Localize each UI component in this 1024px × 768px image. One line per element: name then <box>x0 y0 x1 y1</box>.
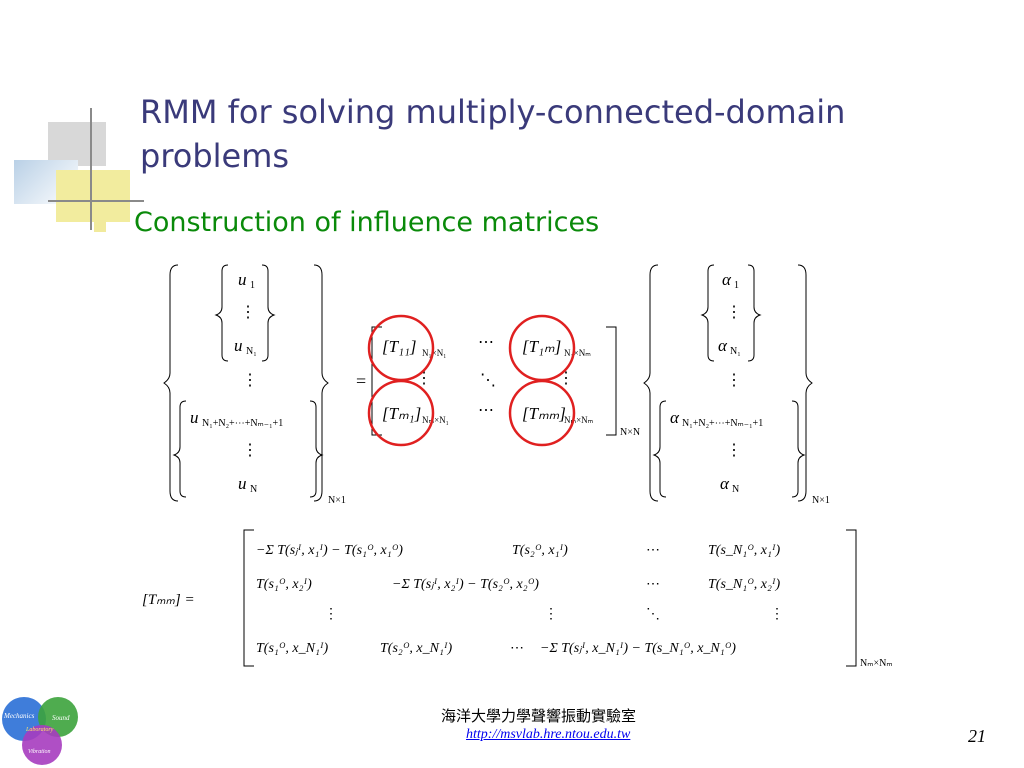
rhs-entry-5: ⋮ <box>726 442 742 459</box>
tmm-cell-2-2: ⋱ <box>646 607 660 622</box>
lhs-sub-0: 1 <box>250 280 255 291</box>
influence-matrix: [T₁₁] N₁×N₁ ⋯ [T₁ₘ] N₁×Nₘ ⋮ ⋱ ⋮ [Tₘ₁] Nₘ… <box>382 334 640 438</box>
logo-word-4: Vibration <box>28 749 51 755</box>
lhs-sub-4: N₁+N₂+⋯+Nₘ₋₁+1 <box>202 418 283 429</box>
tmm-cell-1-0: T(s₁ᴼ, x₂ᴵ) <box>256 577 312 592</box>
equation-2: [Tₘₘ] = −Σ T(sⱼᴵ, x₁ᴵ) − T(s₁ᴼ, x₁ᴼ) T(s… <box>142 529 893 669</box>
tmm-cell-3-2: ⋯ <box>510 641 524 656</box>
lhs-entry-6: u <box>238 474 247 493</box>
matrix-sub-8: Nₘ×Nₘ <box>564 415 594 425</box>
rhs-entry-2: α <box>718 336 728 355</box>
ornament-vertical-line <box>90 108 92 230</box>
tmm-cell-2-0: ⋮ <box>324 607 338 622</box>
rhs-sub-2: N₁ <box>730 346 741 357</box>
tmm-lhs: [Tₘₘ] = <box>142 592 195 608</box>
tmm-cell-3-1: T(s₂ᴼ, x_N₁ᴵ) <box>380 641 452 656</box>
highlight-circle-tmm <box>508 379 576 447</box>
matrix-cell-0: [T₁₁] <box>382 337 417 356</box>
matrix-sub-2: N₁×Nₘ <box>564 348 591 358</box>
lhs-sub-2: N₁ <box>246 346 257 357</box>
highlight-circle-tm1 <box>367 379 435 447</box>
lhs-vector: u 1 ⋮ u N₁ ⋮ u N₁+N₂+⋯+Nₘ₋₁+1 ⋮ u N N×1 <box>190 270 346 506</box>
rhs-entry-0: α <box>722 270 732 289</box>
equals-sign: = <box>356 371 366 391</box>
tmm-cell-0-3: T(s_N₁ᴼ, x₁ᴵ) <box>708 543 780 558</box>
lhs-entry-5: ⋮ <box>242 442 258 459</box>
corner-ornament <box>0 0 144 240</box>
footer-lab-name: 海洋大學力學聲響振動實驗室 <box>441 707 637 725</box>
tmm-cell-2-3: ⋮ <box>770 607 784 622</box>
rhs-sub-0: 1 <box>734 280 739 291</box>
matrix-sub-0: N₁×N₁ <box>422 348 446 358</box>
lhs-size: N×1 <box>328 495 346 506</box>
rhs-entry-4: α <box>670 408 680 427</box>
lab-logo: Mechanics Sound Laboratory Vibration <box>2 697 78 765</box>
bullet-square-icon <box>94 220 106 232</box>
lhs-entry-0: u <box>238 270 247 289</box>
tmm-cell-3-0: T(s₁ᴼ, x_N₁ᴵ) <box>256 641 328 656</box>
page-number: 21 <box>968 726 986 746</box>
rhs-sub-4: N₁+N₂+⋯+Nₘ₋₁+1 <box>682 418 763 429</box>
tmm-matrix: −Σ T(sⱼᴵ, x₁ᴵ) − T(s₁ᴼ, x₁ᴼ) T(s₂ᴼ, x₁ᴵ)… <box>256 543 893 669</box>
footer-url-link[interactable]: http://msvlab.hre.ntou.edu.tw <box>466 727 631 742</box>
slide-subtitle: Construction of influence matrices <box>134 207 600 238</box>
tmm-cell-1-1: −Σ T(sⱼᴵ, x₂ᴵ) − T(s₂ᴼ, x₂ᴼ) <box>392 577 539 592</box>
tmm-cell-0-2: ⋯ <box>646 543 660 558</box>
matrix-cell-3: ⋮ <box>416 370 432 387</box>
matrix-cell-1: ⋯ <box>478 334 494 351</box>
lhs-sub-6: N <box>250 484 257 495</box>
ornament-gray-square <box>48 122 106 166</box>
tmm-cell-1-3: T(s_N₁ᴼ, x₂ᴵ) <box>708 577 780 592</box>
matrix-cell-7: ⋯ <box>478 402 494 419</box>
lhs-entry-1: ⋮ <box>240 304 256 321</box>
rhs-entry-3: ⋮ <box>726 372 742 389</box>
logo-word-3: Laboratory <box>25 727 54 733</box>
lhs-entry-2: u <box>234 336 243 355</box>
logo-word-1: Mechanics <box>3 712 35 720</box>
matrix-cell-4: ⋱ <box>480 372 496 389</box>
tmm-size: Nₘ×Nₘ <box>860 658 893 669</box>
lhs-entry-3: ⋮ <box>242 372 258 389</box>
matrix-size: N×N <box>620 427 640 438</box>
tmm-cell-2-1: ⋮ <box>544 607 558 622</box>
ornament-yellow-square <box>56 170 130 222</box>
rhs-entry-6: α <box>720 474 730 493</box>
equation-1: u 1 ⋮ u N₁ ⋮ u N₁+N₂+⋯+Nₘ₋₁+1 ⋮ u N N×1 … <box>163 264 830 506</box>
tmm-cell-1-2: ⋯ <box>646 577 660 592</box>
matrix-cell-5: ⋮ <box>558 370 574 387</box>
logo-word-2: Sound <box>52 714 70 722</box>
slide-title: RMM for solving multiply-connected-domai… <box>140 90 1000 178</box>
logo-circle-vibration <box>22 725 62 765</box>
ornament-horizontal-line <box>48 200 144 202</box>
rhs-vector: α 1 ⋮ α N₁ ⋮ α N₁+N₂+⋯+Nₘ₋₁+1 ⋮ α N N×1 <box>670 270 830 506</box>
title-line-1: RMM for solving multiply-connected-domai… <box>140 93 846 131</box>
title-line-2: problems <box>140 137 290 175</box>
rhs-sub-6: N <box>732 484 739 495</box>
tmm-cell-0-1: T(s₂ᴼ, x₁ᴵ) <box>512 543 568 558</box>
matrix-cell-6: [Tₘ₁] <box>382 404 421 423</box>
tmm-cell-3-3: −Σ T(sⱼᴵ, x_N₁ᴵ) − T(s_N₁ᴼ, x_N₁ᴼ) <box>540 641 736 656</box>
rhs-size: N×1 <box>812 495 830 506</box>
matrix-cell-8: [Tₘₘ] <box>522 404 566 423</box>
rhs-entry-1: ⋮ <box>726 304 742 321</box>
matrix-cell-2: [T₁ₘ] <box>522 337 561 356</box>
lhs-entry-4: u <box>190 408 199 427</box>
matrix-sub-6: Nₘ×N₁ <box>422 415 449 425</box>
tmm-cell-0-0: −Σ T(sⱼᴵ, x₁ᴵ) − T(s₁ᴼ, x₁ᴼ) <box>256 543 403 558</box>
